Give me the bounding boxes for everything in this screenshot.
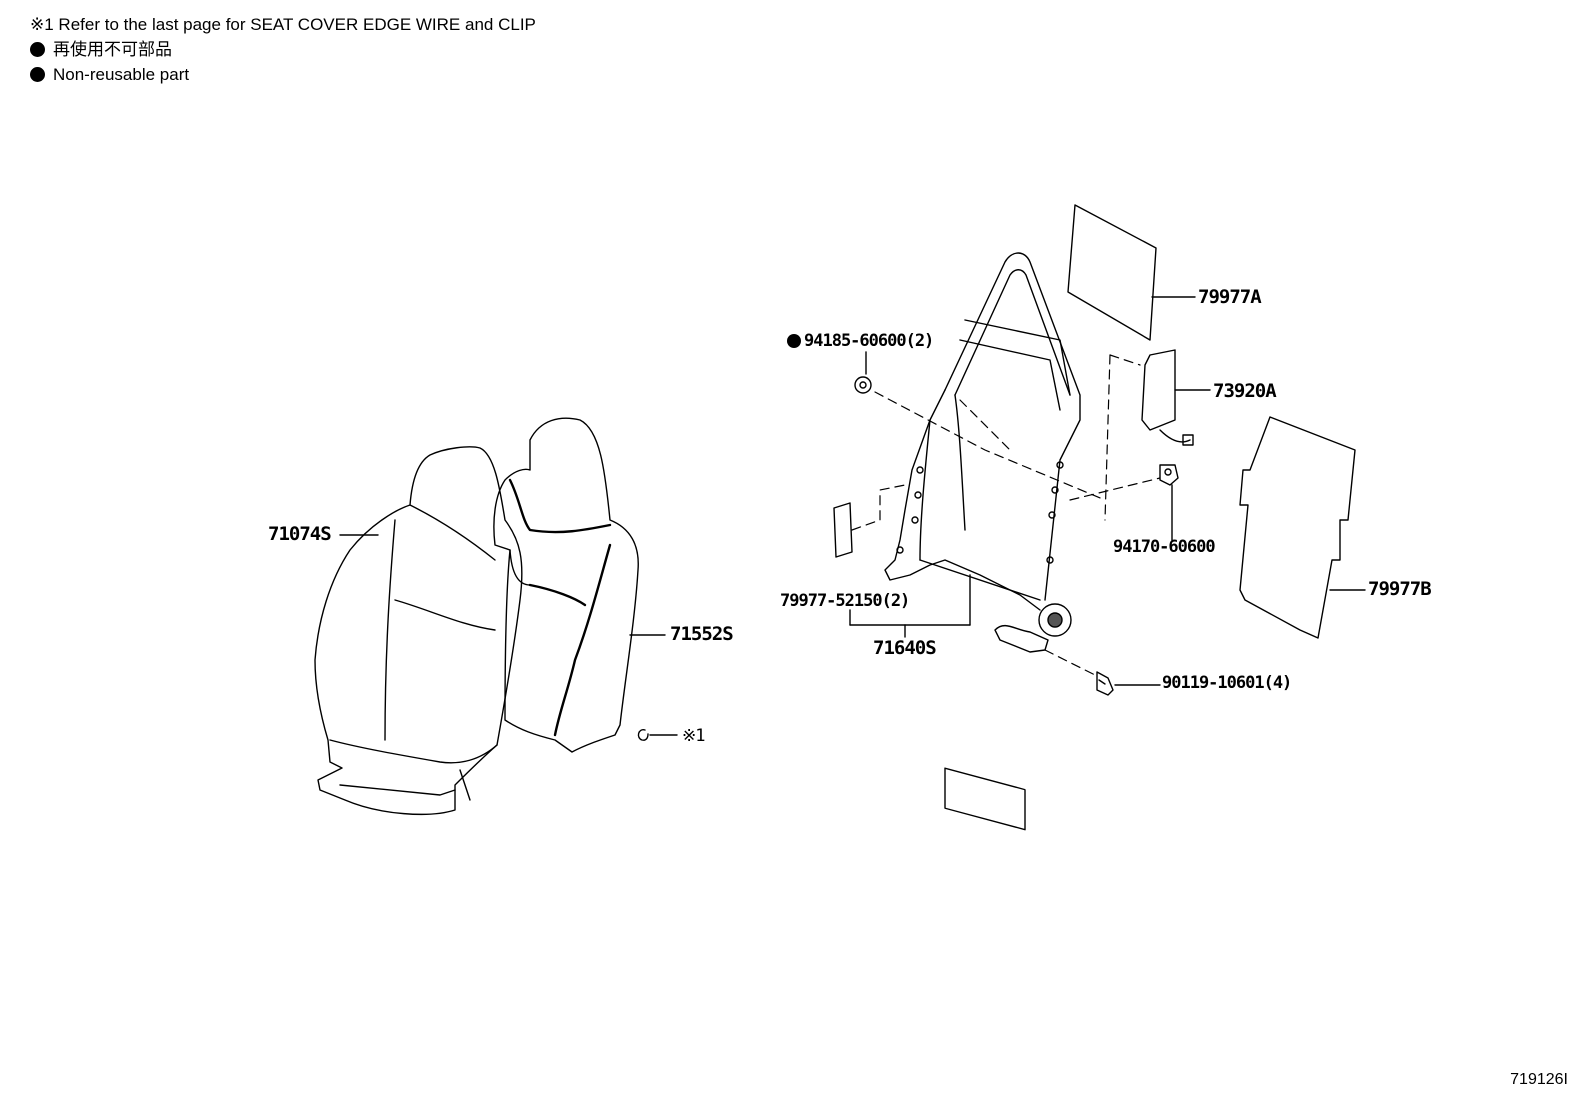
clip-reference-label: ※1 <box>682 726 706 746</box>
part-label-79977a: 79977A <box>1198 286 1262 308</box>
figure-id: 719126I <box>1510 1071 1568 1088</box>
part-label-94170: 94170-60600 <box>1113 537 1216 557</box>
non-reusable-dot-icon <box>30 67 45 82</box>
part-label-79977-52150: 79977-52150(2) <box>780 591 910 611</box>
airbag-73920a-drawing <box>1069 349 1211 521</box>
non-reusable-en-row: Non-reusable part <box>30 62 536 87</box>
non-reusable-en-text: Non-reusable part <box>53 65 190 84</box>
refer-note: ※1 Refer to the last page for SEAT COVER… <box>30 15 536 34</box>
part-number-94185: 94185-60600(2) <box>804 331 934 351</box>
clip-symbol <box>637 729 678 741</box>
non-reusable-jp-row: 再使用不可部品 <box>30 37 536 62</box>
non-reusable-dot-icon <box>30 42 45 57</box>
board-79977b-drawing <box>1239 416 1366 639</box>
notes-block: ※1 Refer to the last page for SEAT COVER… <box>30 12 536 87</box>
part-label-90119: 90119-10601(4) <box>1162 673 1292 693</box>
part-label-71640s: 71640S <box>873 637 937 659</box>
bolt-90119-drawing <box>1044 649 1161 696</box>
bracket-71640s <box>849 574 971 638</box>
part-label-71552s: 71552S <box>670 623 734 645</box>
non-reusable-dot-icon <box>787 334 801 348</box>
sheet-79977a-drawing <box>1067 204 1196 341</box>
part-label-71074s: 71074S <box>268 523 332 545</box>
part-label-94185: 94185-60600(2) <box>787 331 934 351</box>
part-label-79977b: 79977B <box>1368 578 1432 600</box>
seat-back-cover-drawing <box>314 446 523 816</box>
seat-back-frame-drawing <box>884 252 1081 831</box>
pad-79977-52150-drawing <box>833 484 906 558</box>
part-label-73920a: 73920A <box>1213 380 1277 402</box>
non-reusable-jp-text: 再使用不可部品 <box>53 40 172 59</box>
nut-94170-drawing <box>1159 464 1179 541</box>
nut-94185-drawing <box>854 376 1106 501</box>
seat-back-pad-drawing <box>493 417 639 753</box>
